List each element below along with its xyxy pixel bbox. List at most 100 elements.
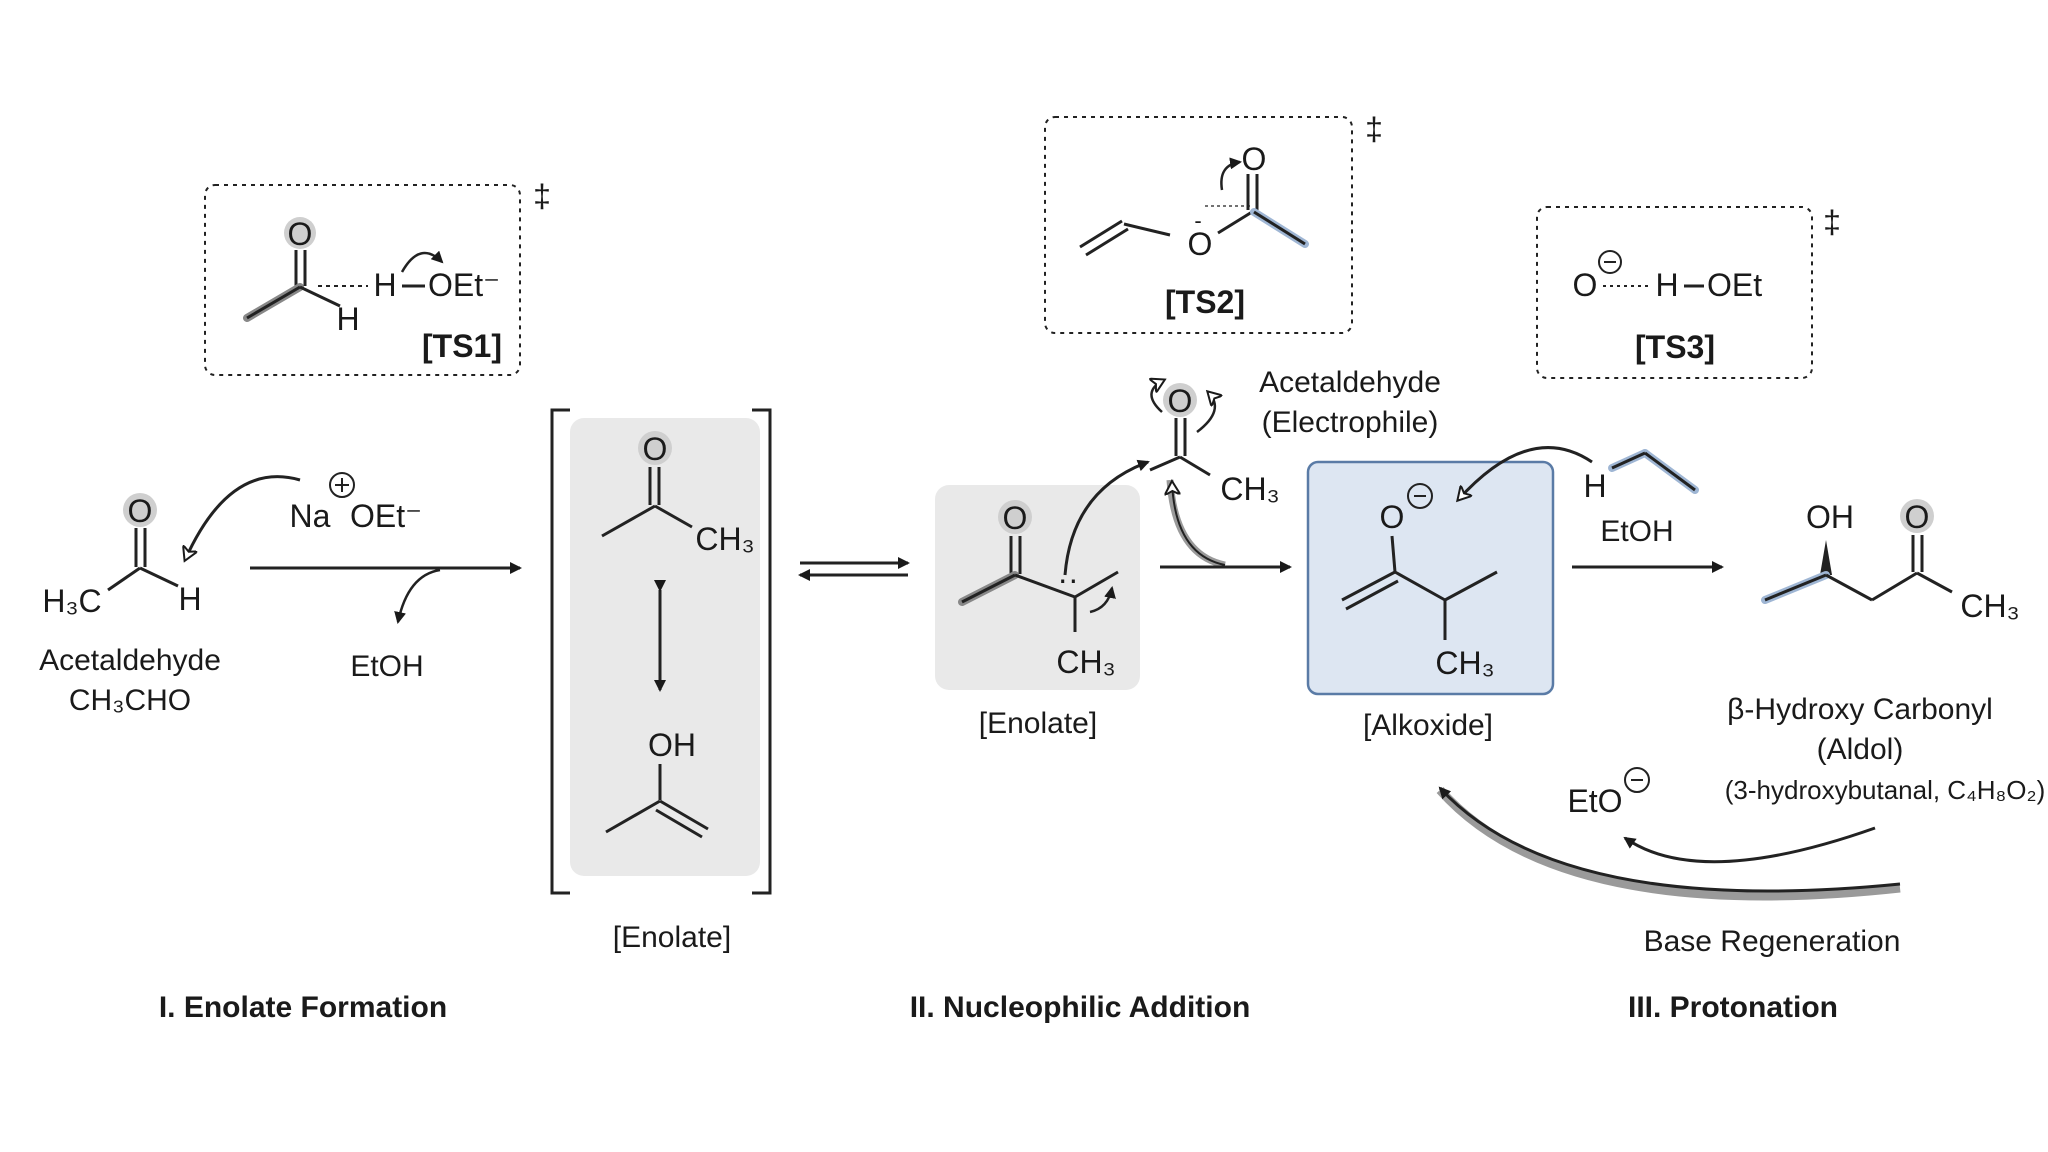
reactant-h3c: H₃C [42,583,101,619]
reactant-name: Acetaldehyde [39,644,221,677]
product-class: (Aldol) [1817,733,1904,766]
res-ch3-bond [654,504,693,529]
ts1-o-highlight [284,217,316,249]
ts1-o: O [288,216,313,252]
ts2-o-bottom: O [1188,226,1213,262]
electrophile-ch3-bond [1179,455,1211,477]
res-cc-double-a [659,799,709,831]
ts2-o-charge: - [1194,208,1201,233]
ts3-dagger: ‡ [1823,204,1841,240]
ts3-box: O H OEt [TS3] ‡ [1536,204,1841,379]
donor-bond-a [1611,451,1646,470]
enolate-panel [935,485,1140,690]
alkoxide-ch3: CH₃ [1435,645,1494,681]
ts1-h-aldehyde: H [336,301,359,337]
ts3-h: H [1655,267,1678,303]
electrophile-methyl [1149,455,1181,472]
product-bond-4 [1916,571,1953,594]
electrophile: O CH₃ Acetaldehyde (Electrophile) [1149,366,1441,569]
enolate-c-methyl [1074,570,1119,599]
ts2-label: [TS2] [1165,284,1245,320]
base-reagent: Na OEt⁻ [185,472,422,560]
enolate-o-highlight [998,500,1032,534]
section-3-title: III. Protonation [1628,991,1838,1024]
alkoxide-label: [Alkoxide] [1363,709,1493,742]
carbonyl-arrow-left [1151,380,1164,413]
ts1-label: [TS1] [422,328,502,364]
enolate-cc [1014,573,1076,599]
alkoxide-co [1390,535,1397,573]
aldol-product: OH O CH₃ β-Hydroxy Carbonyl (Aldol) (3-h… [1725,499,2045,805]
ts1-box: O H H OEt⁻ [TS1] ‡ [204,178,551,376]
reactant-o: O [128,493,153,529]
res-cc-double-b [655,808,703,839]
ts2-vinyl-single [1123,222,1171,237]
wedge-bond [1820,540,1832,575]
bracket-left [550,408,570,895]
reactant-ch3-bond [107,566,141,592]
ts1-border [204,184,521,376]
enolate-ch3: CH₃ [1056,644,1115,680]
ts2-border [1044,116,1353,334]
ts3-oet: OEt [1707,267,1762,303]
reactant-ch-bond [139,566,179,588]
section-1-title: I. Enolate Formation [159,991,447,1024]
deprotonation-arrow [185,475,301,560]
electrophile-role: (Electrophile) [1262,406,1439,439]
ts2-oc-bond [1217,210,1253,235]
product-bond-3 [1871,571,1918,602]
regen-small-arrow [1623,826,1876,864]
product-o: O [1905,499,1930,535]
ts2-methyl-bond [1253,210,1306,246]
resonance-enolate-label: [Enolate] [613,921,731,954]
res-oh: OH [648,727,696,763]
ts2-dagger: ‡ [1365,111,1383,147]
electrophile-ch3: CH₃ [1220,471,1279,507]
electrophile-o-highlight [1163,383,1197,417]
etoh-release-arrow [394,568,441,624]
acetaldehyde-reactant: O H₃C H Acetaldehyde CH₃CHO [39,493,221,717]
regen-shadow-arrow [1436,787,1901,901]
section-2-title: II. Nucleophilic Addition [910,991,1251,1024]
proton-donor: H EtOH [1458,446,1699,548]
base-cation: Na [290,498,331,534]
alkoxide-double-a [1341,570,1396,602]
product-ch3: CH₃ [1960,588,2019,624]
ts1-ch-bond [299,285,341,308]
ts2-arrow [1220,157,1242,191]
alkoxide-o: O [1380,499,1405,535]
ts3-label: [TS3] [1635,329,1715,365]
ts2-vinyl-double-a [1079,219,1123,249]
addition-arrow [1172,482,1226,566]
res-o: O [643,431,668,467]
base-anion: OEt⁻ [350,498,422,534]
lone-pair: ·· [1057,561,1078,597]
product-name: β-Hydroxy Carbonyl [1727,693,1993,726]
ts1-h: H [373,267,396,303]
alkoxide-panel [1306,460,1555,696]
ts2-box: O - O [TS2] ‡ [1044,111,1383,334]
enolate-o: O [1003,500,1028,536]
reactant-formula: CH₃CHO [69,684,191,717]
regen-minus-icon [1624,767,1650,793]
ts3-minus-icon [1598,250,1622,274]
alkoxide-intermediate: O CH₃ [Alkoxide] [1306,460,1555,742]
ts3-border [1536,206,1813,379]
ts1-dagger: ‡ [533,178,551,214]
nucleophilic-attack-arrow [1063,459,1150,576]
ts1-arrow [400,250,444,273]
enolate-resonance: O CH₃ OH [Enolate] [550,408,772,954]
alkoxide-double-b [1345,579,1399,611]
reactant-o-highlight [123,493,157,527]
enolate-nucleophile: O ·· CH₃ [Enolate] [935,459,1150,740]
electrophile-name: Acetaldehyde [1259,366,1441,399]
product-iupac: (3-hydroxybutanal, C₄H₈O₂) [1725,775,2045,805]
donor-h: H [1583,468,1606,504]
enolate-methyl [961,573,1016,604]
res-ch3: CH₃ [695,521,754,557]
ts2-o-top: O [1242,141,1267,177]
ts3-o: O [1573,267,1598,303]
res-methyl2 [605,799,661,834]
alkoxide-c-methyl [1444,570,1498,602]
